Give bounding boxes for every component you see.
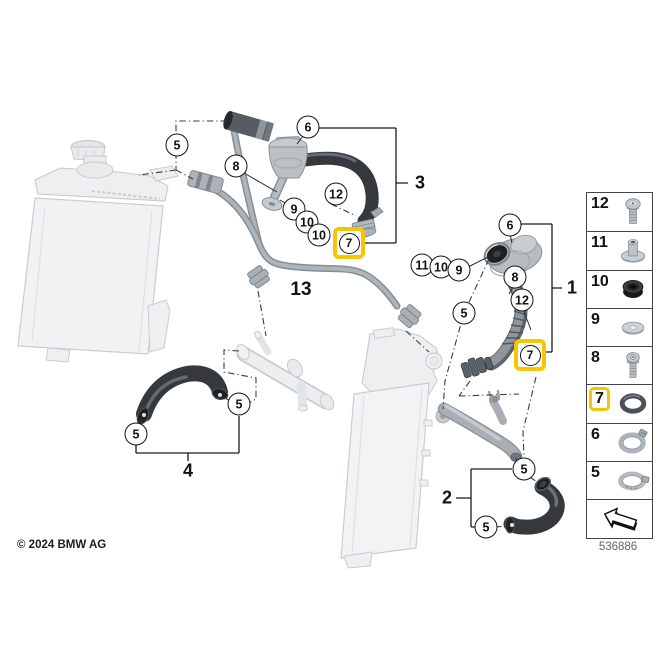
washer-icon	[615, 312, 651, 344]
callout-5[interactable]: 5	[124, 422, 148, 446]
legend-number: 6	[591, 425, 600, 443]
pipe-13-branch-connector	[247, 265, 270, 289]
ghost-intercooler	[340, 327, 451, 569]
legend-number: 11	[591, 234, 608, 252]
legend-item-9[interactable]: 9	[587, 307, 652, 346]
legend-number: 5	[591, 464, 600, 482]
callout-6[interactable]: 6	[296, 115, 320, 139]
legend-item-5[interactable]: 5	[587, 461, 652, 499]
callout-12[interactable]: 12	[510, 288, 534, 312]
y-pipe	[437, 389, 523, 463]
hose-clamp2-icon	[615, 465, 651, 497]
part-label-3: 3	[414, 172, 426, 193]
callout-5[interactable]: 5	[165, 133, 189, 157]
rubber-grommet-icon	[615, 273, 651, 305]
legend-number: 10	[591, 272, 609, 290]
callout-5[interactable]: 5	[474, 515, 498, 539]
group-brackets	[135, 127, 562, 528]
pipe-13-end-connector	[397, 304, 422, 329]
legend-number: 12	[591, 195, 609, 212]
vent-line-assembly-3	[223, 110, 384, 238]
flanged-bushing-icon	[615, 235, 651, 267]
callout-11[interactable]: 11	[410, 253, 434, 277]
callout-9[interactable]: 9	[447, 258, 471, 282]
part-label-4: 4	[182, 460, 194, 481]
legend-item-11[interactable]: 11	[587, 231, 652, 269]
legend-item-8[interactable]: 8	[587, 346, 652, 384]
part-label-2: 2	[441, 487, 453, 508]
callout-6[interactable]: 6	[498, 213, 522, 237]
legend-item-12[interactable]: 12	[587, 193, 652, 231]
legend-item-arrow[interactable]	[587, 499, 652, 537]
hose-clamp-icon	[615, 426, 651, 458]
highlight-box: 7	[514, 339, 546, 371]
diagram-number: 536886	[598, 541, 638, 553]
callout-5[interactable]: 5	[227, 392, 251, 416]
ghost-t-pipe	[236, 330, 335, 412]
coolant-pipe-13	[187, 126, 422, 329]
direction-arrow-icon	[592, 502, 648, 536]
callout-10[interactable]: 10	[307, 223, 331, 247]
hose-2	[503, 476, 565, 535]
legend-number: 7	[589, 387, 610, 412]
legend-item-10[interactable]: 10	[587, 269, 652, 308]
legend-item-7[interactable]: 7	[587, 384, 652, 422]
hex-bolt-icon	[615, 350, 651, 382]
copyright-text: © 2024 BMW AG	[17, 539, 107, 551]
callout-7[interactable]: 7	[519, 344, 541, 366]
callout-5[interactable]: 5	[512, 457, 536, 481]
callout-8[interactable]: 8	[224, 154, 248, 178]
callout-12[interactable]: 12	[324, 182, 348, 206]
torx-screw-icon	[615, 196, 651, 228]
ghost-radiator	[17, 140, 179, 363]
hose-1-quick-connector	[460, 356, 494, 379]
callout-7[interactable]: 7	[338, 232, 360, 254]
part-label-13: 13	[290, 279, 312, 300]
highlight-box: 7	[333, 227, 365, 259]
part-label-1: 1	[566, 277, 578, 298]
pipe-13-radiator-fitting	[187, 170, 224, 194]
legend-number: 8	[591, 349, 600, 367]
callout-5[interactable]: 5	[452, 301, 476, 325]
legend-number: 9	[591, 310, 600, 328]
hose-4	[136, 365, 229, 425]
legend-item-6[interactable]: 6	[587, 422, 652, 461]
callout-8[interactable]: 8	[503, 265, 527, 289]
legend-panel: 12 11 10 9 8 7 6 5	[586, 192, 653, 539]
o-ring-icon	[615, 388, 651, 420]
